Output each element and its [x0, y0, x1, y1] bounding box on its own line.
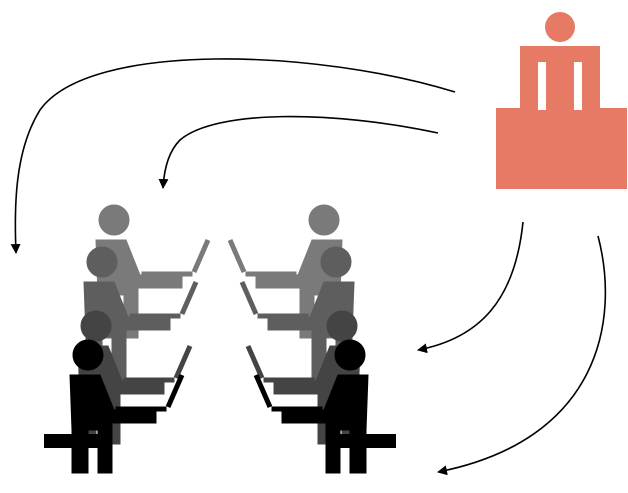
presenter-arm-gap-left	[538, 62, 546, 110]
presenter-podium	[496, 108, 627, 189]
presenter-head	[545, 12, 575, 42]
presenter-icon	[496, 12, 627, 189]
arrow-to-far-left	[10, 58, 456, 254]
arrow-to-audience-top	[158, 115, 439, 189]
arrow-to-audience-middle	[417, 221, 524, 354]
arrows	[10, 58, 607, 476]
presenter-body	[520, 46, 600, 110]
audience-group	[44, 205, 396, 473]
presenter-arm-gap-right	[574, 62, 582, 110]
bench-left	[44, 434, 110, 448]
arrow-to-audience-bottom	[437, 235, 607, 476]
bench-right	[330, 434, 396, 448]
